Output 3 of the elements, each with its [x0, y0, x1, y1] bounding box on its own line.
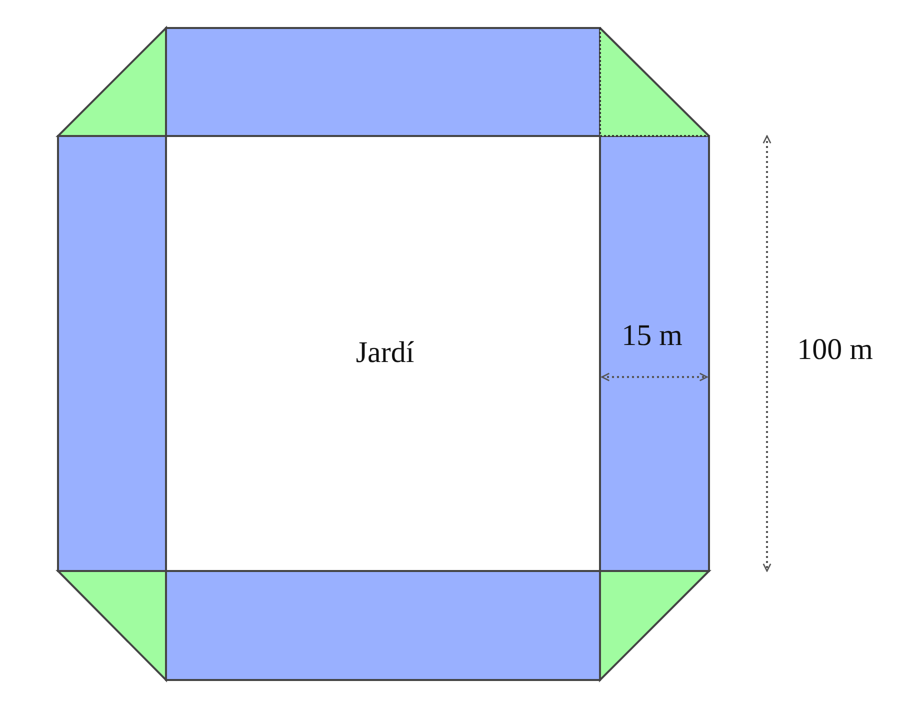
garden-label: Jardí [356, 336, 414, 370]
dimension-label: 15 m [622, 319, 682, 353]
dimension-label: 100 m [797, 333, 873, 367]
